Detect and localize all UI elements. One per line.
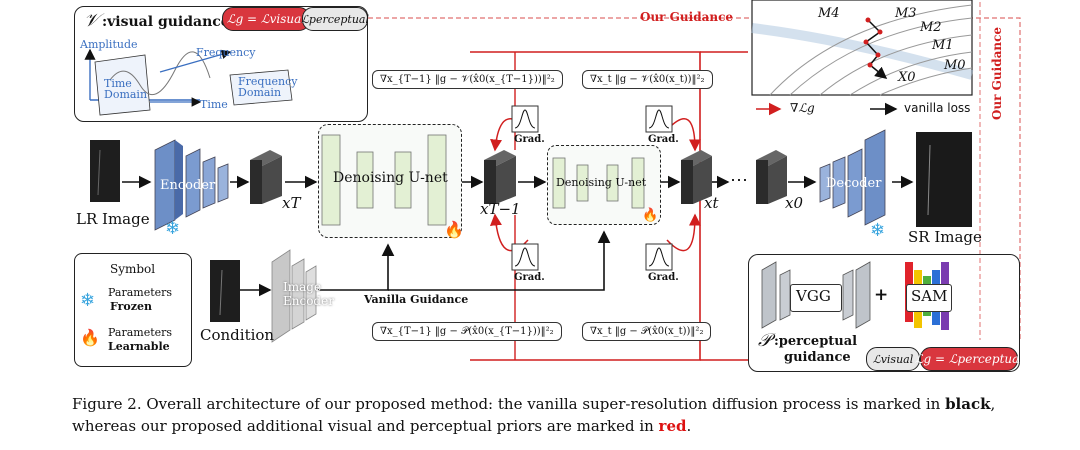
sam-label: SAM [911, 287, 948, 305]
grad-legend-label: ∇ℒg [790, 101, 815, 115]
visual-guidance-box [74, 6, 368, 122]
perceptual-guidance-box [748, 254, 1020, 372]
m2-label: M2 [920, 20, 942, 35]
learnable-line2: Learnable [108, 340, 170, 353]
xT-label: xT [282, 194, 301, 212]
vgg-label: VGG [796, 287, 831, 305]
denoising-unet-small [547, 145, 661, 225]
x0-contour-label: X0 [898, 70, 916, 85]
image-encoder-label: Image Encoder [283, 280, 334, 308]
perceptual-loss-pill: ℒperceptual [301, 7, 369, 31]
grad-label-1: Grad. [514, 134, 545, 145]
caption-black-word: black [945, 395, 991, 413]
m1-label: M1 [932, 38, 954, 53]
caption-part3: . [686, 417, 692, 435]
formula-perceptual-t-minus-1: ∇x_{T−1} ‖g − 𝒫(x̂0(x_{T−1}))‖²₂ [372, 322, 562, 341]
bell-curve-icon [514, 109, 536, 129]
figure-caption: Figure 2. Overall architecture of our pr… [72, 393, 1022, 437]
formula-perceptual-t: ∇x_t ‖g − 𝒫(x̂0(x_t))‖²₂ [582, 322, 712, 341]
lr-image-thumb [90, 140, 120, 202]
our-guidance-side-label: Our Guidance [990, 26, 1004, 120]
lg-perceptual-pill: ℒg = ℒperceptual [915, 347, 1023, 371]
condition-label: Condition [200, 326, 275, 344]
visual-guidance-title: :visual guidance [102, 14, 230, 30]
grad-label-2: Grad. [648, 134, 679, 145]
decoder-block [819, 129, 886, 226]
perceptual-title-line1: :perceptual [774, 334, 858, 349]
learnable-flame-icon-small: 🔥 [642, 208, 659, 223]
latent-cubes [250, 150, 787, 204]
contour-plot [751, 0, 974, 96]
time-domain-label: Time Domain [104, 77, 148, 101]
architecture-figure: 𝒱 :visual guidance ℒg = ℒvisual ℒpercept… [74, 0, 1023, 372]
m3-label: M3 [895, 6, 917, 21]
condition-image-thumb [210, 260, 240, 322]
denoising-unet-big-label: Denoising U-net [333, 170, 448, 186]
frequency-domain-label: Frequency Domain [238, 75, 298, 99]
visual-symbol: 𝒱 [84, 10, 99, 31]
formula-visual-t: ∇x_t ‖g − 𝒱(x̂0(x_t))‖²₂ [582, 70, 713, 89]
caption-red-word: red [658, 417, 687, 435]
m4-label: M4 [818, 6, 840, 21]
frozen-snowflake-icon: ❄ [80, 290, 96, 311]
vanilla-loss-legend-label: vanilla loss [904, 101, 971, 115]
decoder-label: Decoder [826, 176, 882, 191]
frozen-snowflake-icon-encoder: ❄ [165, 218, 181, 239]
vgg-block [761, 261, 871, 329]
time-label: Time [200, 98, 228, 111]
visual-guidance-loop [470, 51, 701, 361]
time-frequency-sketch [84, 48, 293, 116]
frozen-line2: Frozen [110, 300, 152, 313]
lg-visual-pill: ℒg = ℒvisual [222, 7, 310, 31]
bell-curve-icon [648, 109, 670, 129]
small-unet-columns [552, 157, 645, 209]
vanilla-guidance-label: Vanilla Guidance [364, 293, 469, 306]
our-guidance-label: Our Guidance [640, 10, 734, 24]
frozen-snowflake-icon-decoder: ❄ [870, 220, 886, 241]
grad-label-3: Grad. [514, 272, 545, 283]
encoder-label: Encoder [160, 178, 216, 193]
denoising-unet-small-label: Denoising U-net [556, 176, 647, 189]
grad-label-4: Grad. [648, 272, 679, 283]
caption-part1: Figure 2. Overall architecture of our pr… [72, 395, 946, 413]
learnable-flame-icon: 🔥 [80, 328, 100, 347]
formula-visual-t-minus-1: ∇x_{T−1} ‖g − 𝒱(x̂0(x_{T−1}))‖²₂ [372, 70, 563, 89]
bell-curve-icon [514, 247, 536, 267]
xT-minus-1-label: xT−1 [480, 200, 521, 218]
sr-image-thumb [916, 132, 972, 227]
sr-image-label: SR Image [908, 228, 982, 246]
image-encoder-block [271, 249, 317, 343]
amplitude-label: Amplitude [80, 38, 138, 51]
symbol-legend-box [74, 253, 192, 367]
bell-curve-icon [648, 247, 670, 267]
our-guidance-frame [368, 17, 1021, 340]
grad-bell-icons [511, 105, 673, 271]
frequency-label: Frequency [196, 46, 256, 59]
plus-sign: + [874, 285, 889, 305]
denoising-unet-big [318, 124, 462, 238]
frozen-line1: Parameters [108, 286, 173, 299]
lr-image-label: LR Image [76, 210, 150, 228]
x0-label: x0 [785, 194, 804, 212]
visual-loss-pill: ℒvisual [866, 347, 920, 371]
xt-label: xt [704, 194, 719, 212]
encoder-block [154, 139, 229, 231]
learnable-line1: Parameters [108, 326, 173, 339]
perceptual-symbol: 𝒫 [758, 330, 771, 351]
m0-label: M0 [944, 58, 966, 73]
big-unet-columns [321, 134, 447, 226]
learnable-flame-icon-big: 🔥 [444, 220, 464, 239]
caption-part2: , whereas our proposed additional visual… [72, 395, 996, 435]
ellipsis-dots: ⋯ [730, 170, 748, 191]
perceptual-title-line2: guidance [784, 350, 851, 365]
symbol-title: Symbol [110, 262, 156, 276]
